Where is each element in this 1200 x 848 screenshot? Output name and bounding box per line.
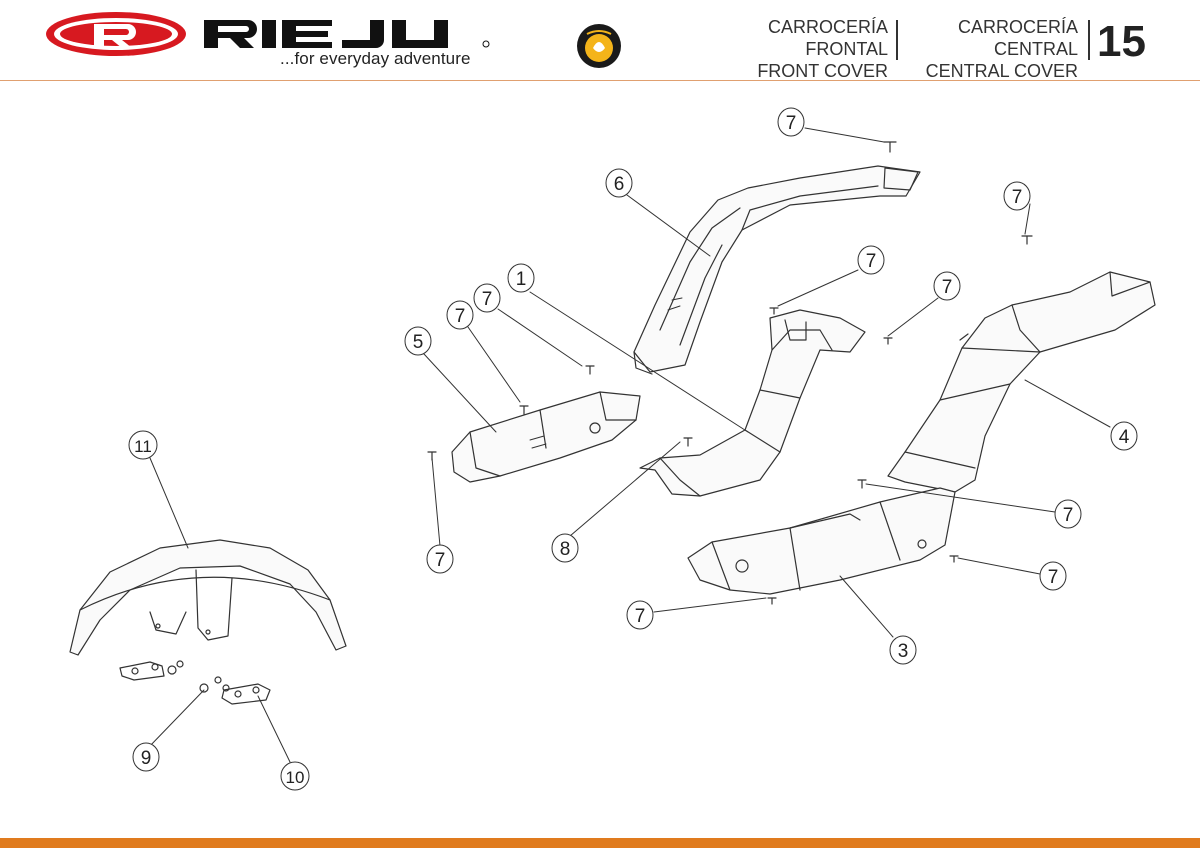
- part-6-front-cover-upper: [633, 165, 921, 375]
- footer-bar: [0, 838, 1200, 848]
- callout-7: 7: [473, 283, 501, 313]
- callout-10-label: 10: [286, 768, 305, 787]
- title-central-es: CARROCERÍA CENTRAL: [957, 17, 1078, 59]
- rie-badge-icon: [577, 24, 621, 68]
- page-number-separator: [1088, 20, 1090, 60]
- callout-7: 7: [857, 245, 885, 275]
- callouts: 7 6 7 7 1 7 7 7: [128, 107, 1138, 791]
- callout-8: 8: [551, 533, 579, 563]
- title-front-en: FRONT COVER: [757, 61, 888, 81]
- exploded-parts-diagram: 7 6 7 7 1 7 7 7: [69, 107, 1156, 791]
- callout-7: 7: [1003, 181, 1031, 211]
- title-central-cover: CARROCERÍA CENTRAL CENTRAL COVER: [903, 16, 1078, 82]
- callout-7: 7: [933, 271, 961, 301]
- part-11-front-fender: [69, 539, 347, 656]
- rieju-logo: [46, 12, 490, 56]
- title-front-cover: CARROCERÍA FRONTAL FRONT COVER: [690, 16, 888, 82]
- callout-3: 3: [889, 635, 917, 665]
- leader-lines: [147, 127, 1111, 763]
- callout-3-label: 3: [898, 641, 909, 662]
- callout-10: 10: [280, 761, 310, 791]
- header-rule: [0, 80, 1200, 81]
- callout-6-label: 6: [614, 174, 625, 195]
- title-central-en: CENTRAL COVER: [925, 61, 1078, 81]
- callout-7: 7: [446, 300, 474, 330]
- callout-4: 4: [1110, 421, 1138, 451]
- callout-1-label: 1: [516, 269, 527, 290]
- callout-7: 7: [426, 544, 454, 574]
- callout-7-label: 7: [786, 113, 797, 134]
- callout-7: 7: [777, 107, 805, 137]
- part-3-central-cover-lower: [687, 487, 956, 595]
- callout-7-label: 7: [1048, 567, 1059, 588]
- callout-7-label: 7: [635, 606, 646, 627]
- callout-6: 6: [605, 168, 633, 198]
- brand-tagline: ...for everyday adventure: [280, 49, 471, 68]
- callout-7-label: 7: [1012, 187, 1023, 208]
- page-number: 15: [1097, 17, 1146, 66]
- page-header: ...for everyday adventure CARROCERÍA FRO…: [0, 0, 1200, 82]
- callout-5-label: 5: [413, 332, 424, 353]
- screws: [427, 141, 1033, 605]
- callout-9-label: 9: [141, 748, 152, 769]
- callout-7: 7: [626, 600, 654, 630]
- callout-9: 9: [132, 742, 160, 772]
- callout-4-label: 4: [1119, 427, 1130, 448]
- callout-7-label: 7: [942, 277, 953, 298]
- callout-7: 7: [1039, 561, 1067, 591]
- callout-7-label: 7: [482, 289, 493, 310]
- title-separator: [896, 20, 898, 60]
- callout-1: 1: [507, 263, 535, 293]
- callout-11: 11: [128, 430, 158, 460]
- callout-5: 5: [404, 326, 432, 356]
- callout-7: 7: [1054, 499, 1082, 529]
- callout-8-label: 8: [560, 539, 571, 560]
- callout-7-label: 7: [1063, 505, 1074, 526]
- part-4-central-cover-right: [887, 271, 1156, 493]
- callout-7-label: 7: [455, 306, 466, 327]
- callout-11-label: 11: [134, 437, 152, 456]
- callout-7-label: 7: [866, 251, 877, 272]
- title-front-es: CARROCERÍA FRONTAL: [767, 17, 888, 59]
- part-5-front-cover-lower: [451, 391, 641, 483]
- callout-7-label: 7: [435, 550, 446, 571]
- part-9-10-brackets: [119, 660, 271, 705]
